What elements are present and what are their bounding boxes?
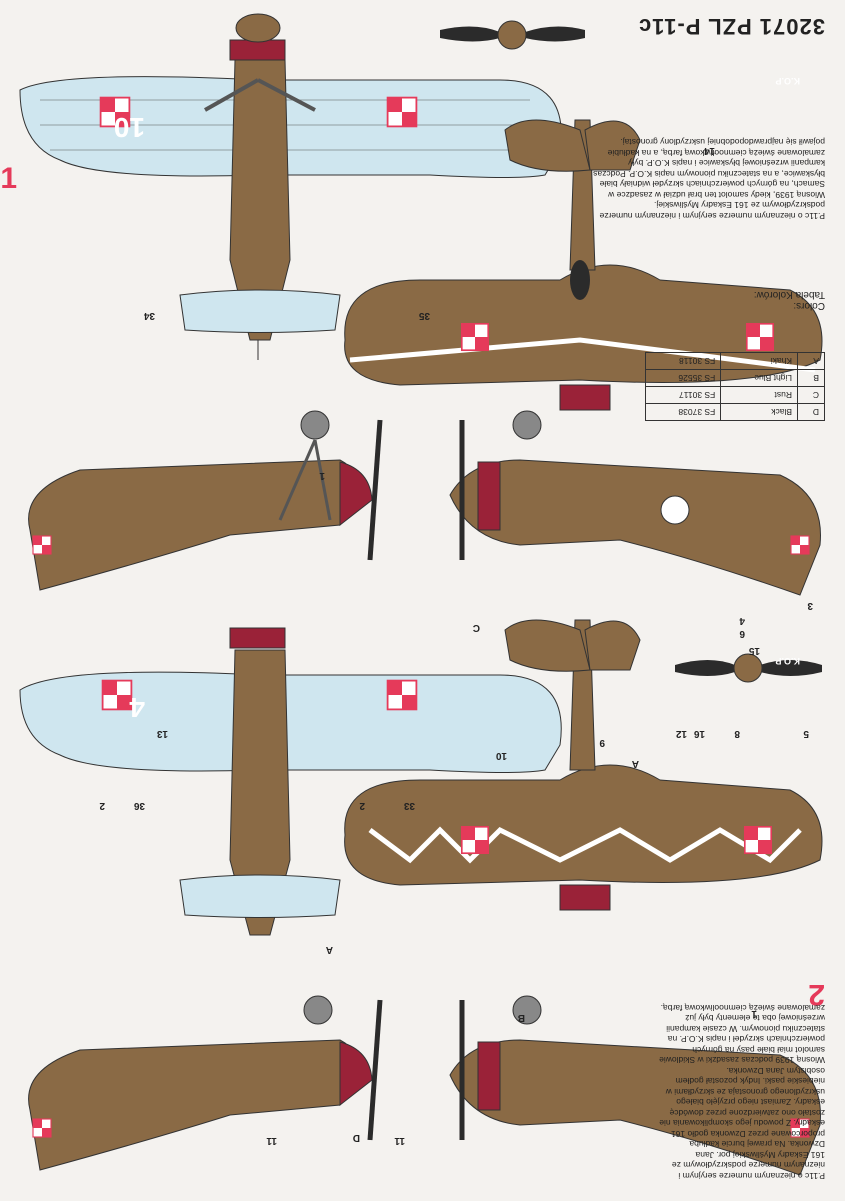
side-code-2: 4 — [129, 692, 145, 723]
colors-table-block: Colors: Tabela Kolorów: — [753, 289, 825, 311]
callout: 9 — [599, 737, 605, 748]
underside-view-variant-1 — [19, 627, 562, 936]
callout: B — [517, 1012, 525, 1023]
wing-underside — [19, 76, 562, 178]
callout: 11 — [266, 1135, 277, 1146]
callout: D — [352, 1132, 360, 1143]
callout: 2 — [99, 800, 105, 811]
callout: 6 — [739, 628, 745, 639]
callout: 2 — [359, 800, 365, 811]
callout: 12 — [675, 728, 687, 739]
kop-label: K.O.P — [775, 656, 800, 666]
callout: 36 — [133, 800, 145, 811]
side-code-1: 10 — [113, 112, 145, 143]
upper-view-variant-2 — [344, 119, 823, 411]
roundel-right — [386, 96, 418, 128]
callout: C — [472, 622, 480, 633]
callout: 13 — [156, 728, 168, 739]
upper-view-variant-1 — [344, 619, 823, 911]
kop-label: K.O.P — [775, 76, 800, 86]
callout: 5 — [803, 728, 809, 739]
side-views-variant-2 — [28, 410, 821, 596]
callout: 14 — [703, 145, 715, 156]
callout: 33 — [403, 800, 415, 811]
callout: 34 — [143, 310, 155, 321]
variant-number-1: 1 — [0, 162, 17, 195]
side-views-variant-1 — [28, 995, 821, 1176]
propeller-middle — [675, 653, 822, 683]
callout: A — [631, 758, 639, 769]
callout: 3 — [807, 600, 813, 611]
sheet-title: 32071 PZL P-11c — [637, 14, 825, 39]
top-view-variant-2 — [19, 13, 562, 360]
callout: 4 — [739, 615, 745, 626]
propeller-top — [440, 20, 585, 50]
callout: 11 — [394, 1135, 405, 1146]
callout: 1 — [751, 1008, 757, 1019]
callout: 15 — [748, 645, 760, 656]
callout: 16 — [693, 728, 705, 739]
callout: 35 — [418, 310, 430, 321]
variant-1-description: P.11c o nieznanym numerze seryjnym i nie… — [593, 137, 825, 222]
callout: 10 — [495, 750, 507, 761]
callout: 1 — [319, 470, 325, 481]
callout: 8 — [734, 728, 740, 739]
callout: A — [325, 944, 333, 955]
